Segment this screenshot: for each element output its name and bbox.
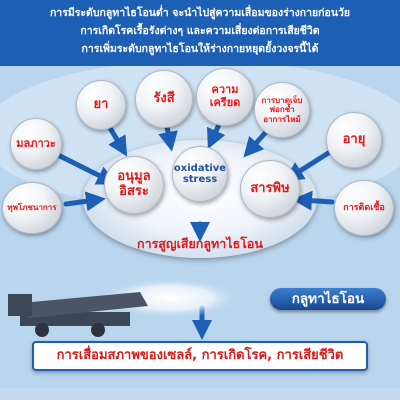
cannon-barrel [10,292,148,318]
sphere-injury: การบาดเจ็บ ฟอกช้ำ อาการไหม้ [254,82,310,138]
free-radicals-label: อนุมูล อิสระ [117,169,151,199]
cannon-illustration [8,278,240,337]
oxidative-stress-label: oxidative stress [173,163,227,185]
sphere-infection: การติดเชื้อ [334,180,394,236]
arrow-infection [292,190,335,211]
sphere-drug: ยา [76,80,126,130]
age-label: อายุ [342,131,366,147]
toxins-label: สารพิษ [250,180,290,196]
sphere-toxins: สารพิษ [240,160,300,218]
sphere-radiation: รังสี [135,70,193,128]
sphere-oxidative-stress: oxidative stress [172,146,228,202]
injury-label: การบาดเจ็บ ฟอกช้ำ อาการไหม้ [261,96,303,124]
glutathione-loss-label: การสูญเสียกลูทาไธโอน [137,236,263,251]
arrow-injury [243,129,269,158]
result-box: การเสื่อมสภาพของเซลล์, การเกิดโรค, การเส… [32,341,368,371]
pollution-label: มลภาวะ [16,136,56,150]
cannon-breech [8,294,32,316]
sphere-age: อายุ [326,112,382,168]
sphere-stress: ความ เครียด [196,68,254,126]
sphere-pollution: มลภาวะ [10,118,62,170]
drug-label: ยา [93,96,109,112]
header-banner: การมีระดับกลูทาไธโอนต่ำ จะนำไปสู่ความเสื… [0,0,400,66]
stress-label: ความ เครียด [209,83,241,109]
sphere-free-radicals: อนุมูล อิสระ [104,156,164,214]
footer-band [0,388,400,400]
arrow-malnutrition [63,191,106,212]
header-line-2: การเกิดโรคเรื้อรังต่างๆ และความเสี่ยงต่อ… [80,25,320,37]
header-line-1: การมีระดับกลูทาไธโอนต่ำ จะนำไปสู่ความเสื… [49,7,351,19]
cannon-wheel-1 [35,323,49,337]
glutathione-pill: กลูทาไธโอน [270,288,386,310]
header-line-3: การเพิ่มระดับกลูทาไธโอนให้ร่างกายหยุดยั้… [81,43,319,55]
arrow-age [283,149,333,182]
infection-label: การติดเชื้อ [343,202,385,213]
arrow-pollution [53,151,117,185]
malnutrition-label: ทุพโภชนาการ [7,203,57,213]
blast-glow [100,278,240,318]
cannon-wheel-2 [91,323,105,337]
sphere-malnutrition: ทุพโภชนาการ [2,182,62,234]
radiation-label: รังสี [153,90,175,106]
